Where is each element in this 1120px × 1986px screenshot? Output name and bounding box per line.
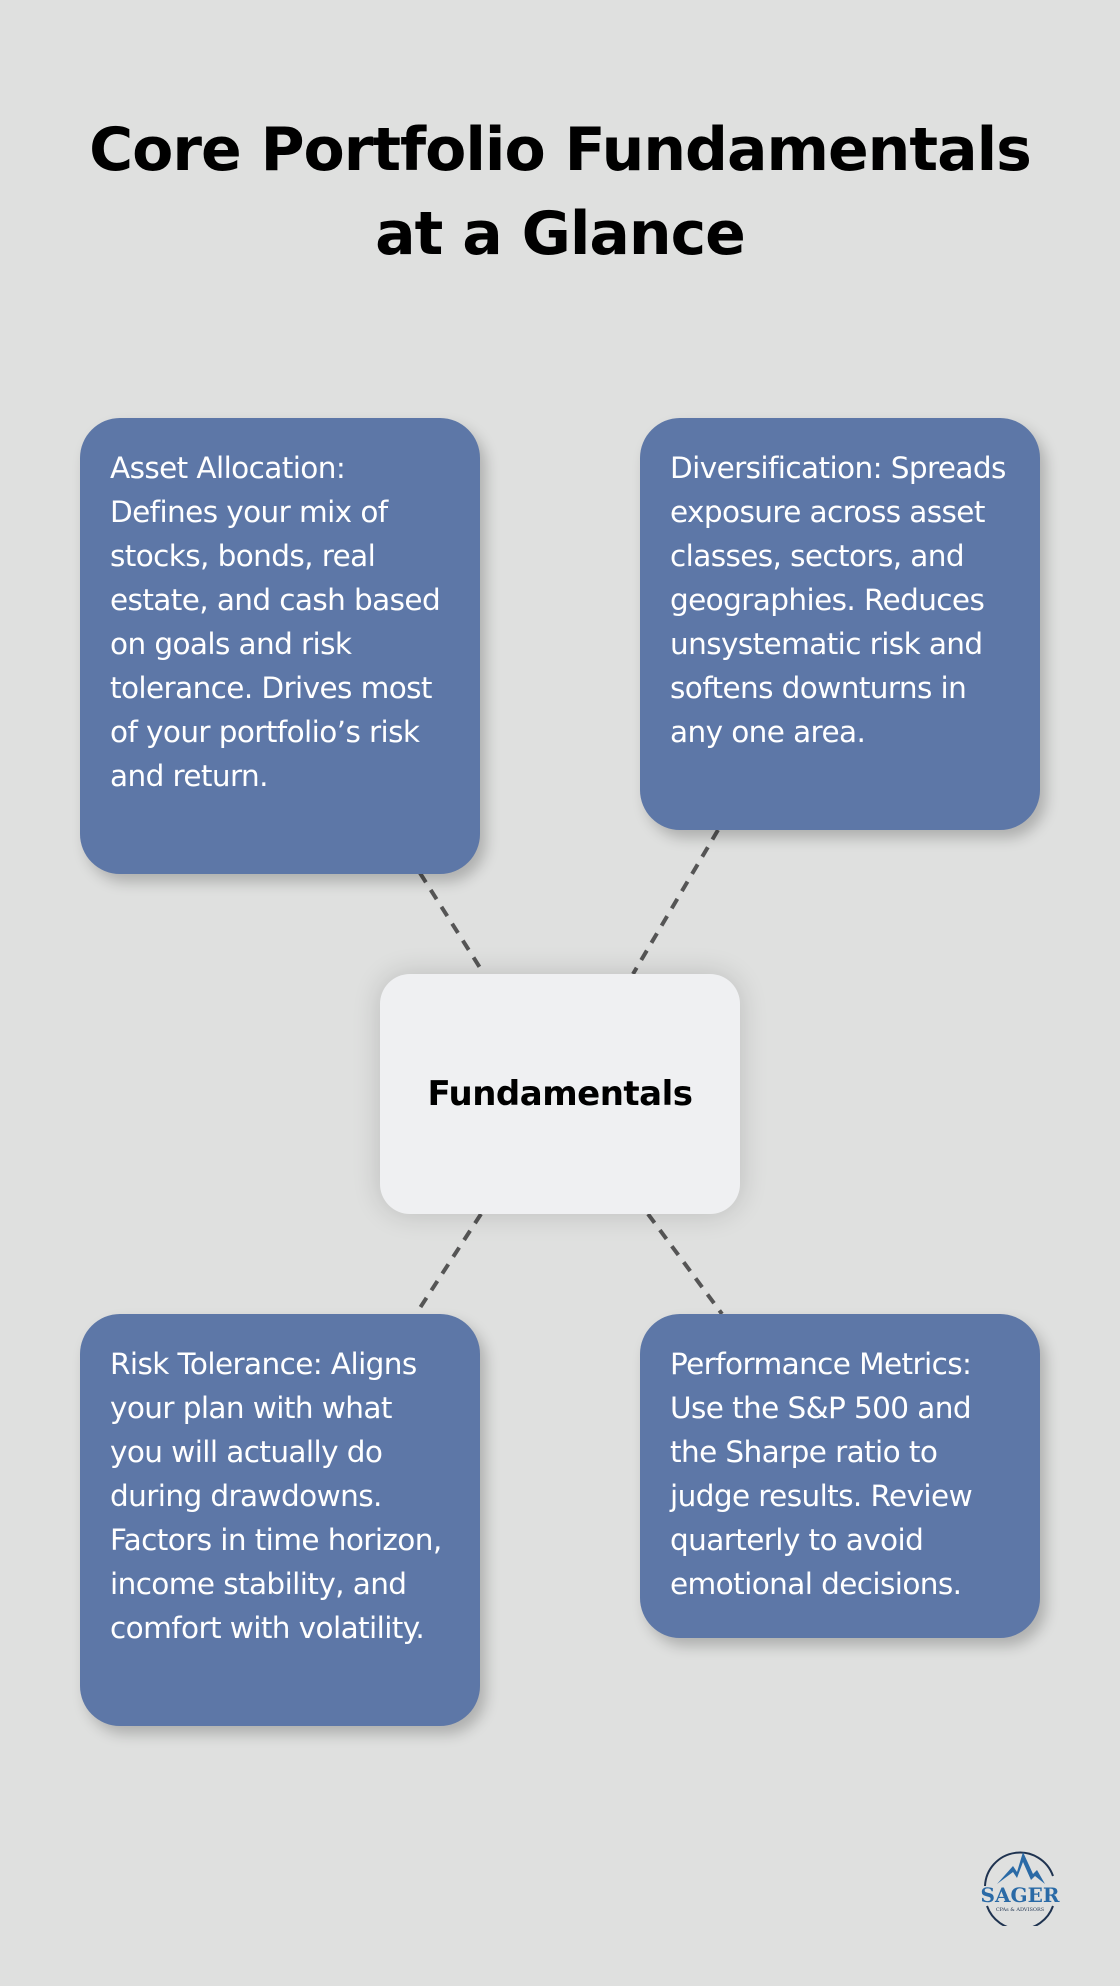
connector-bottom-left [414, 1212, 483, 1316]
node-text: Risk Tolerance: Aligns your plan with wh… [110, 1347, 442, 1645]
connector-bottom-right [646, 1212, 724, 1316]
page-title: Core Portfolio Fundamentals at a Glance [0, 108, 1120, 276]
node-performance-metrics: Performance Metrics: Use the S&P 500 and… [640, 1314, 1040, 1638]
node-asset-allocation: Asset Allocation: Defines your mix of st… [80, 418, 480, 874]
connector-top-left [418, 871, 486, 976]
node-text: Performance Metrics: Use the S&P 500 and… [670, 1347, 973, 1601]
svg-text:CPAs & ADVISORS: CPAs & ADVISORS [996, 1907, 1045, 1913]
title-line-1: Core Portfolio Fundamentals [89, 115, 1032, 185]
sager-logo-icon: SAGER CPAs & ADVISORS [981, 1851, 1060, 1926]
node-diversification: Diversification: Spreads exposure across… [640, 418, 1040, 830]
title-line-2: at a Glance [375, 199, 746, 269]
node-risk-tolerance: Risk Tolerance: Aligns your plan with wh… [80, 1314, 480, 1726]
node-text: Asset Allocation: Defines your mix of st… [110, 451, 441, 793]
node-text: Diversification: Spreads exposure across… [670, 451, 1006, 749]
center-node: Fundamentals [380, 974, 740, 1214]
center-node-label: Fundamentals [427, 1074, 693, 1114]
connector-top-right [631, 828, 720, 976]
svg-text:SAGER: SAGER [981, 1883, 1060, 1907]
